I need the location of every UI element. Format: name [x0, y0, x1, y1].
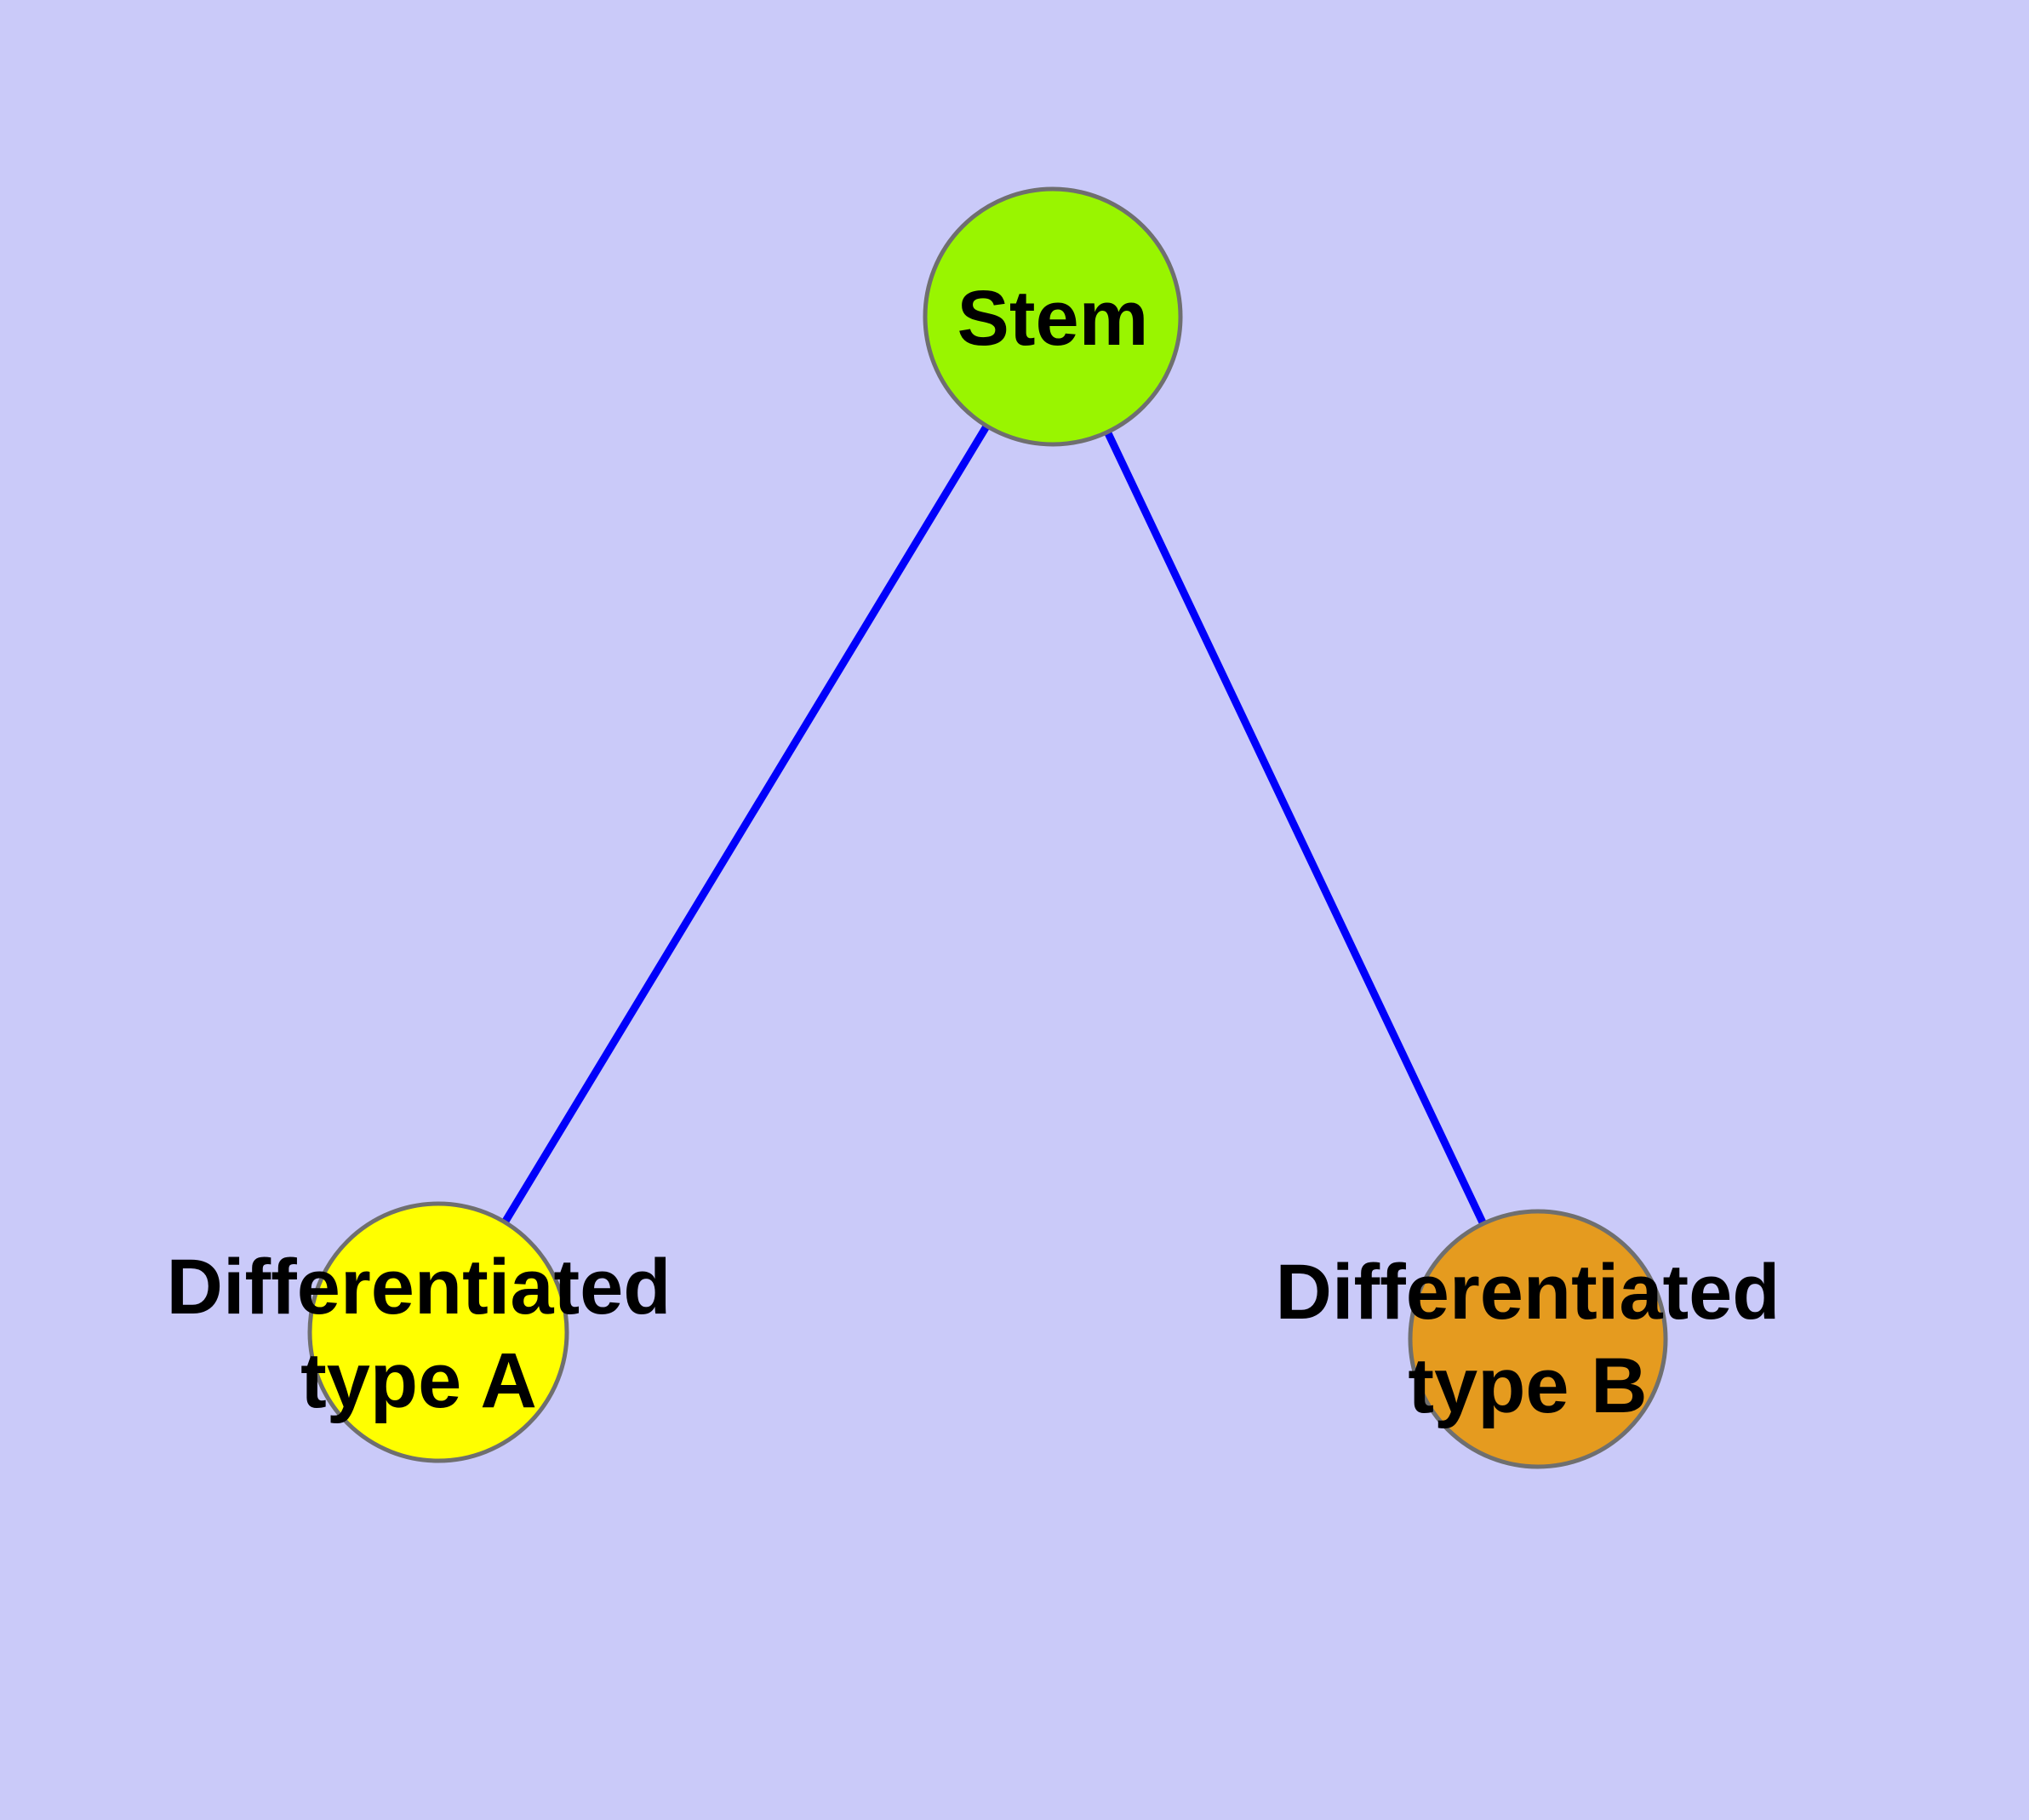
node-type-a-label-line2: type A: [300, 1337, 537, 1424]
node-type-b-label-line1: Differentiated: [1275, 1249, 1780, 1336]
node-type-b-label: Differentiated type B: [1276, 1245, 1780, 1433]
node-stem-label: Stem: [957, 275, 1149, 362]
node-type-b-label-line2: type B: [1408, 1342, 1648, 1429]
node-type-a-label: Differentiated type A: [167, 1240, 672, 1428]
edge-stem-to-type-a: [434, 312, 1057, 1336]
node-type-a-circle: [307, 1201, 569, 1463]
edge-stem-to-type-b: [1049, 312, 1542, 1343]
node-stem-circle: [923, 186, 1183, 447]
node-type-a-label-line1: Differentiated: [166, 1244, 672, 1331]
node-type-b-circle: [1408, 1209, 1668, 1469]
